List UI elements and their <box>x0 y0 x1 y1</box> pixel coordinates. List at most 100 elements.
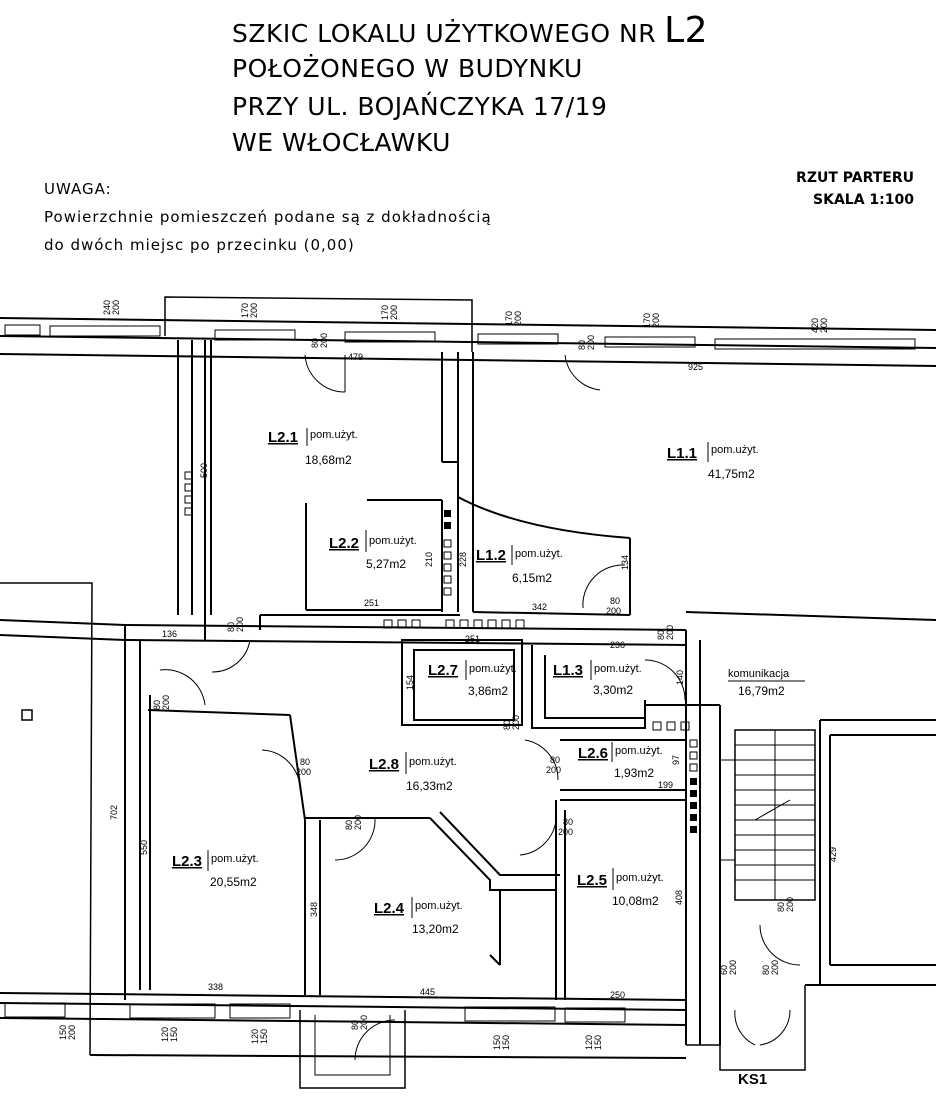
door-height: 200 <box>728 960 738 975</box>
room-area: 5,27m2 <box>366 557 406 571</box>
note-heading: UWAGA: <box>44 180 112 198</box>
window-width: 150 <box>492 1035 502 1050</box>
room-L1-2: L1.2 pom.użyt. 6,15m2 <box>476 545 563 585</box>
door-height: 200 <box>558 827 573 837</box>
door-width: 80 <box>610 596 620 606</box>
dimension-label: 408 <box>674 890 684 905</box>
room-id: L1.3 <box>553 662 583 679</box>
window-height: 200 <box>651 313 661 328</box>
room-type: pom.użyt. <box>409 756 457 768</box>
window-width: 170 <box>642 313 652 328</box>
room-id: L2.6 <box>578 745 608 762</box>
room-type: pom.użyt. <box>415 900 463 912</box>
room-type: pom.użyt. <box>369 535 417 547</box>
window-height: 150 <box>169 1027 179 1042</box>
room-area: 10,08m2 <box>612 894 659 908</box>
door-height: 200 <box>785 897 795 912</box>
room-L2-4: L2.4 pom.użyt. 13,20m2 <box>374 897 463 936</box>
door-height: 200 <box>511 715 521 730</box>
room-L1-3: L1.3 pom.użyt. 3,30m2 <box>553 660 642 697</box>
room-L2-2: L2.2 pom.użyt. 5,27m2 <box>329 530 417 571</box>
door-width: 80 <box>350 1020 360 1030</box>
door-width: 80 <box>761 965 771 975</box>
door-width: 80 <box>563 817 573 827</box>
title-line-3: PRZY UL. BOJAŃCZYKA 17/19 <box>232 92 608 121</box>
window-height: 200 <box>513 311 523 326</box>
room-area: 20,55m2 <box>210 875 257 889</box>
dimension-label: 251 <box>364 598 379 608</box>
dimension-label: 479 <box>348 352 363 362</box>
corridor-label: komunikacja 16,79m2 <box>728 668 805 698</box>
stair-label: KS1 <box>738 1071 767 1088</box>
room-area: 16,33m2 <box>406 779 453 793</box>
room-id: L2.8 <box>369 756 399 773</box>
room-L1-1: L1.1 pom.użyt. 41,75m2 <box>667 442 759 481</box>
dimension-labels: 479 925 500 210 228 251 342 134 136 251 … <box>109 352 838 1000</box>
door-height: 200 <box>586 335 596 350</box>
door-height: 200 <box>546 765 561 775</box>
room-L2-7: L2.7 pom.użyt. 3,86m2 <box>428 660 517 698</box>
window-width: 170 <box>240 303 250 318</box>
room-L2-8: L2.8 pom.użyt. 16,33m2 <box>369 752 457 793</box>
room-area: 3,30m2 <box>593 683 633 697</box>
room-id: L2.3 <box>172 853 202 870</box>
dimension-label: 445 <box>420 987 435 997</box>
room-area: 1,93m2 <box>614 766 654 780</box>
window-height: 200 <box>249 303 259 318</box>
room-id: L2.7 <box>428 662 458 679</box>
dimension-label: 702 <box>109 805 119 820</box>
room-id: L1.2 <box>476 547 506 564</box>
view-info: RZUT PARTERU SKALA 1:100 <box>796 167 914 211</box>
door-height: 200 <box>296 767 311 777</box>
door-width: 60 <box>719 965 729 975</box>
dimension-label: 97 <box>671 755 681 765</box>
door-height: 200 <box>770 960 780 975</box>
room-type: pom.użyt. <box>616 872 664 884</box>
dimension-label: 136 <box>162 629 177 639</box>
view-scale: SKALA 1:100 <box>813 192 914 208</box>
dimension-label: 500 <box>199 463 209 478</box>
room-area: 41,75m2 <box>708 467 755 481</box>
dimension-label: 228 <box>458 552 468 567</box>
room-type: pom.użyt. <box>594 663 642 675</box>
window-width: 420 <box>810 318 820 333</box>
title-line-2: POŁOŻONEGO W BUDYNKU <box>232 54 583 83</box>
dimension-label: 429 <box>828 847 838 862</box>
note-line-2: do dwóch miejsc po przecinku (0,00) <box>44 236 355 254</box>
window-width: 170 <box>380 305 390 320</box>
door-width: 80 <box>502 720 512 730</box>
dimension-label: 199 <box>658 780 673 790</box>
window-labels: 240 200 170 200 170 200 170 200 170 200 … <box>58 300 829 1050</box>
window-width: 240 <box>102 300 112 315</box>
dimension-label: 925 <box>688 362 703 372</box>
window-height: 200 <box>67 1025 77 1040</box>
door-height: 200 <box>161 695 171 710</box>
door-width: 80 <box>577 340 587 350</box>
room-area: 6,15m2 <box>512 571 552 585</box>
door-width: 80 <box>656 630 666 640</box>
window-width: 120 <box>160 1027 170 1042</box>
window-width: 120 <box>250 1029 260 1044</box>
room-id: L1.1 <box>667 445 697 462</box>
door-width: 80 <box>550 755 560 765</box>
note-line-1: Powierzchnie pomieszczeń podane są z dok… <box>44 208 492 226</box>
dimension-label: 210 <box>424 552 434 567</box>
room-L2-3: L2.3 pom.użyt. 20,55m2 <box>172 850 259 889</box>
room-type: pom.użyt. <box>469 663 517 675</box>
door-width: 80 <box>300 757 310 767</box>
window-height: 200 <box>389 305 399 320</box>
door-width: 80 <box>310 338 320 348</box>
dimension-label: 250 <box>610 990 625 1000</box>
room-type: pom.użyt. <box>310 429 358 441</box>
dimension-label: 550 <box>139 840 149 855</box>
window-height: 150 <box>501 1035 511 1050</box>
dimension-label: 251 <box>465 634 480 644</box>
room-type: pom.użyt. <box>615 745 663 757</box>
room-L2-1: L2.1 pom.użyt. 18,68m2 <box>268 428 358 467</box>
room-L2-6: L2.6 pom.użyt. 1,93m2 <box>578 742 663 780</box>
door-width: 80 <box>226 622 236 632</box>
door-height: 200 <box>319 333 329 348</box>
door-labels: 80 200 80 200 80 200 80 200 80 200 80 20… <box>152 333 795 1030</box>
dimension-label: 342 <box>532 602 547 612</box>
